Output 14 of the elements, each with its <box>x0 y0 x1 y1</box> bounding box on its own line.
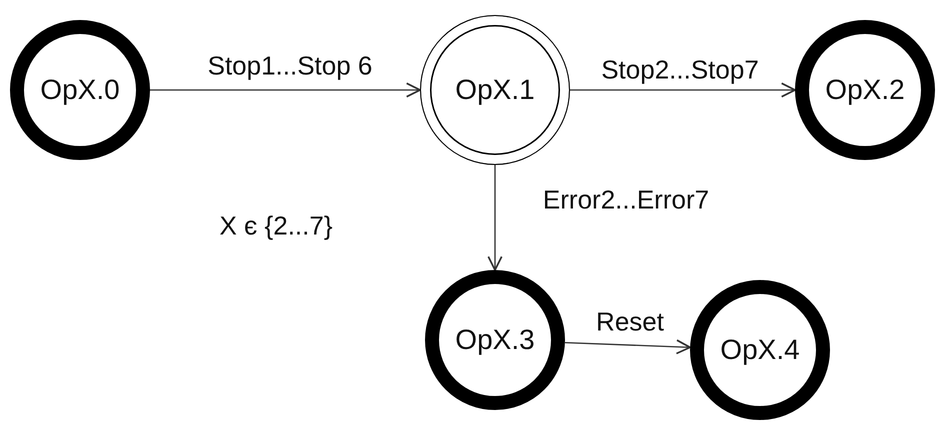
edge-label: Stop2...Stop7 <box>601 54 759 86</box>
arrow <box>564 339 691 354</box>
state-name: OpX.2 <box>825 74 905 106</box>
arrow <box>570 82 796 98</box>
arrow <box>150 82 421 98</box>
arrow <box>487 165 503 271</box>
note: X є {2...7} <box>220 210 332 242</box>
state-name: OpX.0 <box>40 74 120 106</box>
edge-label: Error2...Error7 <box>542 184 710 216</box>
edge-label: Reset <box>596 306 664 338</box>
state-name: OpX.4 <box>720 334 800 366</box>
state-name: OpX.1 <box>455 74 535 106</box>
edge-label: Stop1...Stop 6 <box>208 50 372 82</box>
state-name: OpX.3 <box>455 324 535 356</box>
